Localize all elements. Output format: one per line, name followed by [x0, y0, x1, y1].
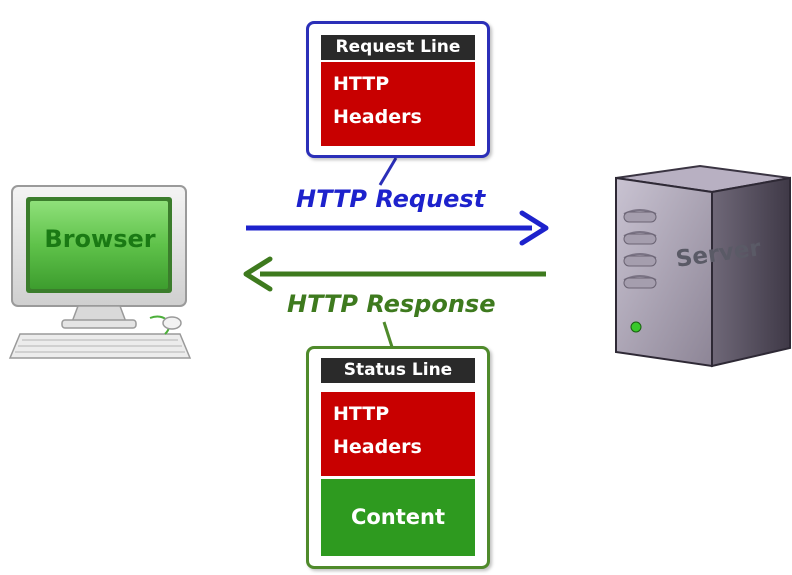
- server-tower-icon: [615, 164, 791, 368]
- http-response-label: HTTP Response: [287, 290, 496, 318]
- response-headers-block: HTTP Headers: [321, 392, 475, 476]
- http-request-label: HTTP Request: [296, 185, 486, 213]
- response-headers-line2: Headers: [333, 436, 422, 458]
- status-line-bar: Status Line: [321, 358, 475, 383]
- response-connector: [382, 321, 394, 348]
- request-arrow: [246, 210, 549, 246]
- response-arrow: [243, 256, 546, 292]
- request-headers-line1: HTTP: [333, 73, 390, 95]
- response-headers-line1: HTTP: [333, 403, 390, 425]
- response-message-box: Status Line HTTP Headers Content: [306, 346, 490, 569]
- desktop-computer-icon: [8, 185, 192, 359]
- request-message-box: Request Line HTTP Headers: [306, 21, 490, 158]
- content-block: Content: [321, 479, 475, 556]
- request-line-bar: Request Line: [321, 35, 475, 60]
- request-connector: [378, 157, 398, 186]
- request-headers-line2: Headers: [333, 106, 422, 128]
- request-headers-block: HTTP Headers: [321, 62, 475, 146]
- browser-label: Browser: [44, 225, 156, 253]
